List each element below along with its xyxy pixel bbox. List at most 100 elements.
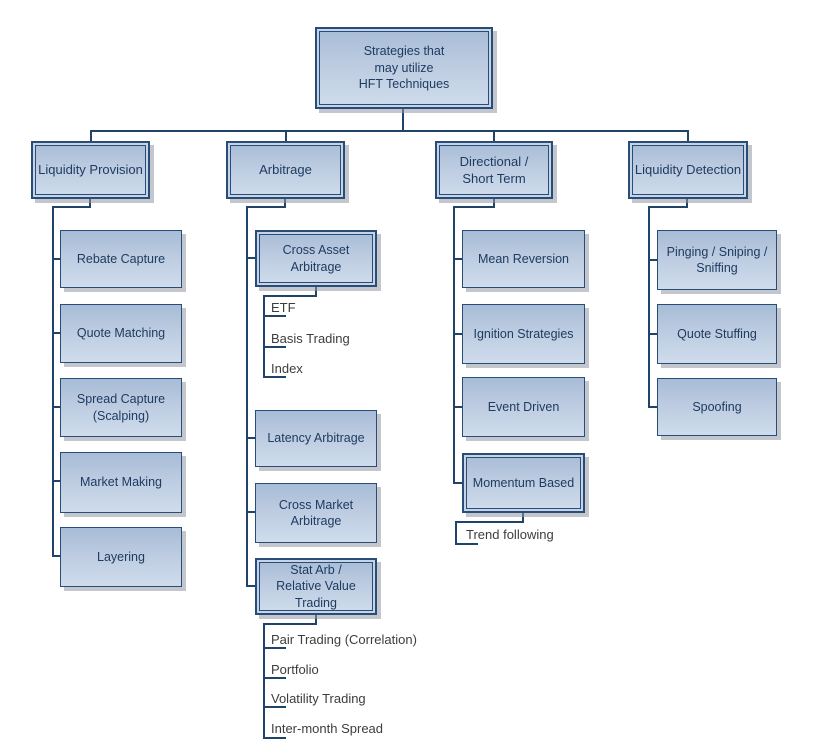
connector-leaf-underline xyxy=(263,706,286,708)
node-cross-asset-arbitrage: Cross Asset Arbitrage xyxy=(255,230,377,287)
connector-dir-elbow-v xyxy=(493,199,495,208)
node-stat-arb-relative-value: Stat Arb / Relative Value Trading xyxy=(255,558,377,615)
node-momentum-based: Momentum Based xyxy=(462,453,585,513)
connector-arb-rail xyxy=(246,206,248,587)
leaf-etf: ETF xyxy=(271,300,296,315)
node-liquidity-provision: Liquidity Provision xyxy=(31,141,150,199)
connector-lp-stub xyxy=(52,480,60,482)
connector-dir-elbow-h xyxy=(453,206,495,208)
node-label: Layering xyxy=(97,549,145,564)
leaf-portfolio: Portfolio xyxy=(271,662,319,677)
connector-dir-stub xyxy=(453,406,462,408)
connector-arb-stub xyxy=(246,585,255,587)
leaf-label: Basis Trading xyxy=(271,331,350,346)
connector-root-stem xyxy=(402,109,404,132)
connector-arb-elbow-v xyxy=(284,199,286,208)
node-layering: Layering xyxy=(60,527,182,587)
connector-leaf-underline xyxy=(455,543,478,545)
node-label: Spoofing xyxy=(692,399,742,414)
node-label: Latency Arbitrage xyxy=(267,431,365,446)
connector-lp-stub xyxy=(52,406,60,408)
leaf-basis-trading: Basis Trading xyxy=(271,331,350,346)
connector-lp-stub xyxy=(52,258,60,260)
connector-arb-stub xyxy=(246,511,255,513)
connector-leaf-underline xyxy=(263,376,286,378)
leaf-trend-following: Trend following xyxy=(466,527,554,542)
leaf-index: Index xyxy=(271,361,303,376)
node-event-driven: Event Driven xyxy=(462,377,585,437)
connector-leaf-underline xyxy=(263,315,286,317)
connector-ld-elbow-h xyxy=(648,206,688,208)
node-label: Momentum Based xyxy=(472,475,575,490)
connector-lp-stub xyxy=(52,555,60,557)
node-label: Ignition Strategies xyxy=(473,326,574,341)
leaf-label: Index xyxy=(271,361,303,376)
leaf-inter-month-spread: Inter-month Spread xyxy=(271,721,383,736)
connector-lp-stub xyxy=(52,332,60,334)
connector-ld-rail xyxy=(648,206,650,408)
node-label: Liquidity Detection xyxy=(634,162,742,178)
node-label: Cross Asset Arbitrage xyxy=(282,243,350,274)
connector-leaf-underline xyxy=(263,647,286,649)
connector-dir-stub xyxy=(453,258,462,260)
connector-lp-elbow-h xyxy=(52,206,91,208)
connector-crossasset-stem xyxy=(315,287,317,297)
node-mean-reversion: Mean Reversion xyxy=(462,230,585,288)
connector-arb-elbow-h xyxy=(246,206,286,208)
connector-leaf-underline xyxy=(263,737,286,739)
connector-arb-stub xyxy=(246,437,255,439)
node-label: Quote Stuffing xyxy=(677,326,757,341)
connector-leaf-underline xyxy=(263,677,286,679)
connector-ld-elbow-v xyxy=(686,199,688,208)
connector-statarb-stem xyxy=(315,615,317,625)
connector-momentum-stem xyxy=(522,513,524,523)
leaf-label: Volatility Trading xyxy=(271,691,366,706)
connector-drop-arbitrage xyxy=(285,130,287,141)
node-label: Arbitrage xyxy=(259,162,312,178)
connector-lp-elbow-v xyxy=(89,199,91,208)
leaf-label: Trend following xyxy=(466,527,554,542)
leaf-pair-trading-correlation: Pair Trading (Correlation) xyxy=(271,632,417,647)
node-quote-stuffing: Quote Stuffing xyxy=(657,304,777,364)
node-spoofing: Spoofing xyxy=(657,378,777,436)
connector-statarb-rail xyxy=(263,623,265,739)
node-arbitrage: Arbitrage xyxy=(226,141,345,199)
node-rebate-capture: Rebate Capture xyxy=(60,230,182,288)
node-cross-market-arbitrage: Cross Market Arbitrage xyxy=(255,483,377,543)
connector-momentum-elbow xyxy=(455,521,524,523)
leaf-label: Inter-month Spread xyxy=(271,721,384,736)
node-ignition-strategies: Ignition Strategies xyxy=(462,304,585,364)
node-label: Quote Matching xyxy=(76,326,166,341)
connector-statarb-elbow xyxy=(263,623,317,625)
connector-drop-liquidity-provision xyxy=(90,130,92,141)
leaf-label: Pair Trading (Correlation) xyxy=(271,632,417,647)
connector-leaf-underline xyxy=(263,346,286,348)
connector-drop-directional xyxy=(493,130,495,141)
node-market-making: Market Making xyxy=(60,452,182,513)
node-label: Stat Arb / Relative Value Trading xyxy=(276,562,356,610)
connector-dir-stub xyxy=(453,482,462,484)
connector-ld-stub xyxy=(648,406,657,408)
leaf-volatility-trading: Volatility Trading xyxy=(271,691,366,706)
node-label: Market Making xyxy=(80,475,162,490)
node-liquidity-detection: Liquidity Detection xyxy=(628,141,748,199)
node-label: Cross Market Arbitrage xyxy=(278,497,354,529)
connector-branch-rail xyxy=(90,130,689,132)
connector-arb-stub xyxy=(246,257,255,259)
connector-dir-stub xyxy=(453,333,462,335)
node-latency-arbitrage: Latency Arbitrage xyxy=(255,410,377,467)
connector-dir-rail xyxy=(453,206,455,484)
node-root: Strategies that may utilize HFT Techniqu… xyxy=(315,27,493,109)
node-spread-capture-scalping: Spread Capture (Scalping) xyxy=(60,378,182,437)
node-quote-matching: Quote Matching xyxy=(60,304,182,363)
node-label: Spread Capture (Scalping) xyxy=(76,392,166,423)
node-label: Pinging / Sniping / Sniffing xyxy=(666,244,768,276)
connector-momentum-rail xyxy=(455,521,457,545)
node-directional-short-term: Directional / Short Term xyxy=(435,141,553,199)
node-label: Strategies that may utilize HFT Techniqu… xyxy=(358,44,450,92)
connector-ld-stub xyxy=(648,259,657,261)
connector-drop-liquidity-detection xyxy=(687,130,689,141)
connector-crossasset-rail xyxy=(263,295,265,378)
leaf-label: ETF xyxy=(271,300,296,315)
